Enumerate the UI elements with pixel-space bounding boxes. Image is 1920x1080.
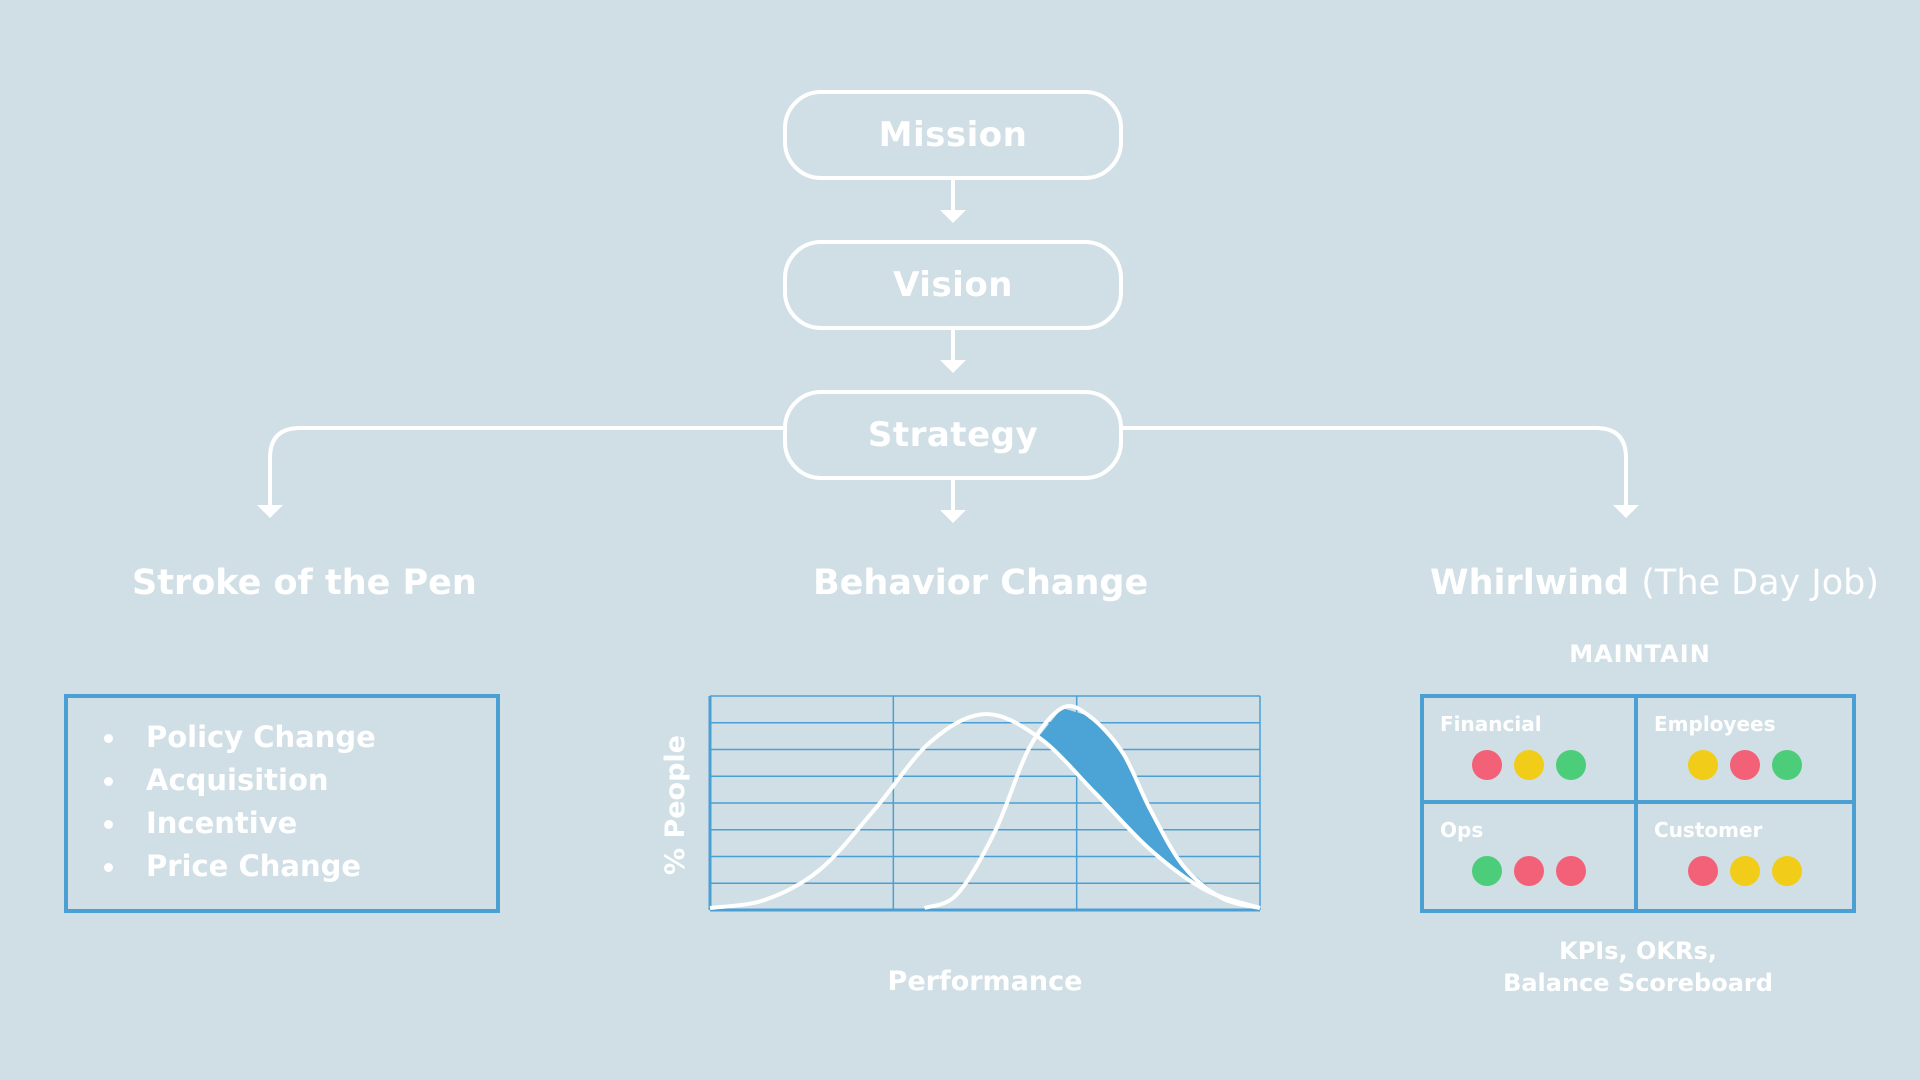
x-axis-label: Performance: [888, 966, 1083, 997]
stroke-of-the-pen-title: Stroke of the Pen: [132, 563, 477, 603]
whirlwind-title: Whirlwind (The Day Job): [1430, 563, 1879, 603]
arrow-down-icon: [1613, 505, 1639, 518]
whirlwind-title-main: Whirlwind: [1430, 563, 1630, 603]
strategy-to-pen-line: [268, 426, 785, 510]
kpi-cell-financial: Financial: [1424, 698, 1638, 804]
status-dot-icon: [1472, 750, 1502, 780]
list-item: Acquisition: [104, 759, 496, 802]
kpi-cell-customer: Customer: [1638, 804, 1852, 910]
behavior-change-title: Behavior Change: [813, 563, 1149, 603]
status-dot-icon: [1688, 855, 1718, 886]
strategy-to-whirlwind-line: [1121, 426, 1628, 510]
status-dot-icon: [1730, 750, 1760, 780]
arrow-down-icon: [940, 210, 966, 223]
strategy-box: Strategy: [783, 390, 1123, 480]
status-dot-icon: [1556, 855, 1586, 886]
kpi-cell-ops: Ops: [1424, 803, 1638, 909]
kpi-cell-title: Customer: [1654, 817, 1763, 842]
status-dot-icon: [1730, 855, 1760, 886]
arrow-down-icon: [257, 505, 283, 518]
kpi-cell-title: Ops: [1440, 817, 1484, 842]
status-dot-icon: [1472, 855, 1502, 886]
kpi-cell-title: Employees: [1654, 712, 1776, 736]
status-dots: [1638, 750, 1852, 780]
chart-grid: [708, 695, 1261, 912]
arrow-down-icon: [940, 510, 966, 523]
list-item: Incentive: [104, 802, 496, 845]
strategy-label: Strategy: [867, 415, 1039, 455]
kpi-caption-line: Balance Scoreboard: [1503, 969, 1773, 997]
status-dot-icon: [1514, 750, 1544, 780]
status-dots: [1424, 855, 1634, 886]
vision-box: Vision: [783, 240, 1123, 330]
kpi-cell-employees: Employees: [1638, 698, 1852, 804]
vision-label: Vision: [893, 265, 1013, 305]
improved-region-fill: [1040, 708, 1260, 908]
after-curve: [923, 703, 1261, 910]
status-dot-icon: [1772, 855, 1802, 886]
arrow-down-icon: [940, 360, 966, 373]
list-item: Policy Change: [104, 716, 496, 759]
kpi-caption-line: KPIs, OKRs,: [1559, 937, 1717, 965]
mission-label: Mission: [878, 115, 1028, 155]
kpi-caption: KPIs, OKRs, Balance Scoreboard: [1420, 935, 1856, 999]
status-dots: [1424, 750, 1634, 780]
kpi-cell-title: Financial: [1440, 712, 1542, 736]
status-dots: [1638, 855, 1852, 886]
status-dot-icon: [1514, 855, 1544, 886]
stroke-of-the-pen-list: Policy Change Acquisition Incentive Pric…: [68, 698, 496, 888]
whirlwind-title-sub: (The Day Job): [1641, 563, 1880, 603]
status-dot-icon: [1688, 750, 1718, 780]
mission-box: Mission: [783, 90, 1123, 180]
status-dot-icon: [1772, 750, 1802, 780]
status-dot-icon: [1556, 750, 1586, 780]
before-curve: [709, 712, 1261, 910]
maintain-label: MAINTAIN: [1569, 640, 1711, 668]
behavior-change-chart: % People Performance: [660, 695, 1261, 997]
y-axis-label: % People: [660, 735, 691, 875]
kpi-scoreboard: Financial Employees Ops Customer: [1420, 694, 1856, 913]
stroke-of-the-pen-list-box: Policy Change Acquisition Incentive Pric…: [64, 694, 500, 913]
list-item: Price Change: [104, 845, 496, 888]
